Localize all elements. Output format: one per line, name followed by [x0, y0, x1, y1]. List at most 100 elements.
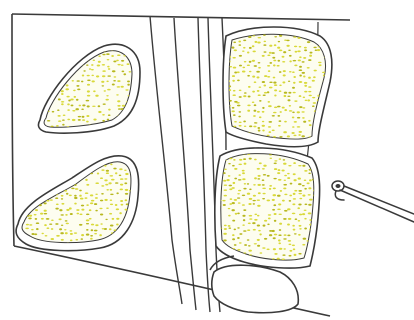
cancellous-speckle [279, 85, 282, 87]
cancellous-speckle [247, 64, 250, 66]
cancellous-speckle [116, 223, 119, 225]
cancellous-speckle [243, 47, 246, 49]
cancellous-speckle [257, 90, 260, 92]
cancellous-speckle [307, 182, 310, 184]
cancellous-speckle [55, 197, 58, 199]
cancellous-speckle [110, 204, 113, 205]
cancellous-speckle [258, 67, 261, 69]
cancellous-speckle [234, 49, 237, 51]
cancellous-speckle [74, 170, 76, 172]
cancellous-speckle [117, 64, 120, 65]
cancellous-speckle [127, 84, 130, 86]
cancellous-speckle [222, 200, 225, 201]
cancellous-speckle [80, 167, 82, 169]
cancellous-speckle [299, 106, 302, 108]
cancellous-speckle [119, 212, 121, 214]
cancellous-speckle [283, 51, 286, 53]
cancellous-speckle [62, 124, 64, 126]
cancellous-speckle [323, 135, 326, 137]
cancellous-speckle [293, 173, 296, 175]
cancellous-speckle [294, 190, 297, 192]
cancellous-speckle [110, 194, 113, 195]
cancellous-speckle [242, 67, 245, 69]
cancellous-speckle [253, 184, 256, 185]
cancellous-speckle [65, 220, 68, 222]
cancellous-speckle [58, 115, 61, 117]
cancellous-speckle [279, 229, 281, 231]
cancellous-speckle [262, 193, 265, 195]
cancellous-speckle [65, 232, 68, 234]
cancellous-speckle [294, 233, 297, 234]
cancellous-speckle [224, 228, 227, 230]
cancellous-speckle [253, 229, 256, 231]
cancellous-speckle [60, 179, 63, 181]
cancellous-speckle [308, 194, 311, 195]
cancellous-speckle [61, 225, 63, 226]
cancellous-speckle [247, 75, 250, 77]
cancellous-speckle [102, 64, 105, 66]
cancellous-speckle [249, 215, 253, 217]
cancellous-speckle [76, 85, 79, 87]
cancellous-speckle [124, 129, 127, 131]
cancellous-speckle [66, 96, 69, 98]
cancellous-speckle [125, 189, 129, 191]
cancellous-speckle [273, 188, 276, 190]
cancellous-speckle [274, 168, 277, 170]
cancellous-speckle [244, 183, 246, 185]
cancellous-speckle [277, 47, 280, 49]
cancellous-speckle [269, 45, 272, 47]
cancellous-speckle [288, 240, 291, 242]
cancellous-speckle [72, 54, 75, 56]
cancellous-speckle [268, 105, 272, 107]
cancellous-speckle [228, 215, 231, 217]
cancellous-speckle [248, 203, 251, 205]
cancellous-speckle [91, 200, 94, 202]
cancellous-speckle [82, 104, 85, 106]
cancellous-speckle [295, 218, 298, 220]
cancellous-speckle [318, 62, 321, 63]
cancellous-speckle [229, 203, 232, 205]
cancellous-speckle [303, 121, 306, 123]
cancellous-speckle [288, 99, 291, 101]
cancellous-speckle [239, 96, 242, 98]
cancellous-speckle [52, 111, 55, 113]
cancellous-speckle [223, 180, 226, 182]
cancellous-speckle [227, 31, 230, 33]
cancellous-speckle [304, 210, 307, 211]
cancellous-speckle [46, 227, 49, 229]
cancellous-speckle [229, 188, 232, 190]
cancellous-speckle [69, 230, 72, 232]
cancellous-speckle [257, 178, 260, 180]
cancellous-speckle [237, 139, 239, 141]
cancellous-speckle [273, 178, 276, 179]
cancellous-speckle [34, 233, 37, 235]
cancellous-speckle [131, 228, 134, 230]
cancellous-speckle [269, 62, 272, 64]
cancellous-speckle [237, 80, 240, 82]
cancellous-speckle [274, 160, 277, 161]
cancellous-speckle [263, 85, 266, 87]
cancellous-speckle [224, 225, 227, 227]
cancellous-speckle [256, 71, 260, 73]
cancellous-speckle [238, 179, 242, 180]
cancellous-speckle [25, 194, 28, 196]
cancellous-speckle [24, 188, 27, 190]
cancellous-speckle [302, 244, 305, 246]
cancellous-speckle [26, 199, 29, 201]
cancellous-speckle [319, 140, 322, 142]
cancellous-speckle [267, 199, 271, 201]
cancellous-speckle [289, 195, 292, 197]
cancellous-speckle [233, 159, 235, 161]
cancellous-speckle [293, 60, 297, 62]
cancellous-speckle [66, 193, 68, 195]
cancellous-speckle [280, 111, 282, 113]
cancellous-speckle [258, 192, 261, 194]
cancellous-speckle [120, 189, 123, 191]
cancellous-speckle [117, 54, 120, 56]
cancellous-speckle [30, 180, 33, 182]
cancellous-speckle [254, 159, 257, 161]
cancellous-speckle [308, 204, 311, 206]
cancellous-speckle [297, 126, 301, 128]
cancellous-speckle [257, 205, 260, 207]
cancellous-speckle [105, 184, 108, 186]
